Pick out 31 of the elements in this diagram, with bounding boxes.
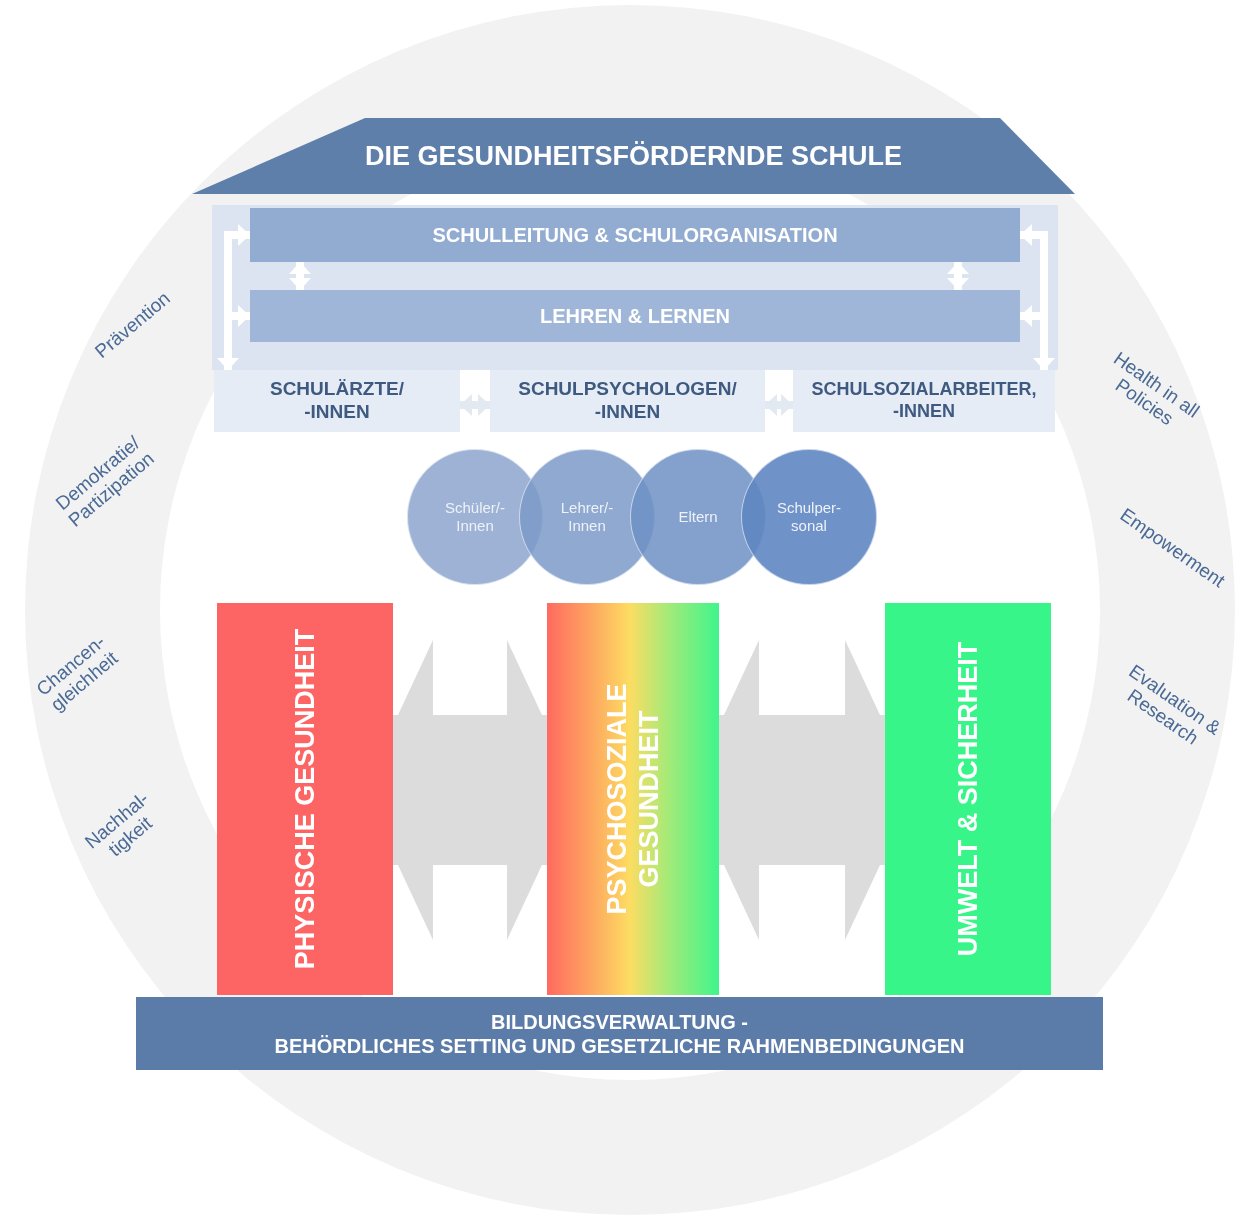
roof-title: DIE GESUNDHEITSFÖRDERNDE SCHULE (364, 139, 902, 173)
band-label: SCHULÄRZTE/ -INNEN (268, 378, 406, 424)
band (136, 997, 1103, 1070)
band-label: SCHULSOZIALARBEITER, -INNEN (810, 379, 1038, 423)
band-label: SCHULPSYCHOLOGEN/ -INNEN (517, 378, 738, 424)
circle-label: Schulper- sonal (775, 499, 843, 535)
band-label: BEHÖRDLICHES SETTING UND GESETZLICHE RAHMENBEDINGUNGEN (274, 1033, 965, 1058)
band-label: SCHULLEITUNG & SCHULORGANISATION (432, 223, 838, 247)
arrow (217, 224, 250, 370)
arrow (289, 262, 311, 290)
circle-label: Schüler/- Innen (444, 499, 506, 535)
pillar (547, 603, 719, 995)
roof-banner (192, 118, 1075, 194)
band-heading: BILDUNGSVERWALTUNG - (491, 1009, 748, 1034)
band (250, 290, 1020, 342)
arrow (765, 394, 793, 416)
pillar (217, 603, 393, 995)
pillar-label: PHYSISCHE GESUNDHEIT (288, 628, 321, 970)
arrow (1020, 224, 1055, 370)
pillar-label: PSYCHOSOZIALE GESUNDHEIT (600, 682, 665, 917)
arrow (947, 262, 969, 290)
circle-label: Eltern (678, 508, 718, 526)
pillar-label: UMWELT & SICHERHEIT (951, 641, 984, 957)
band (214, 370, 460, 432)
pillar (885, 603, 1051, 995)
band (793, 370, 1055, 432)
band (250, 208, 1020, 262)
band-label: LEHREN & LERNEN (540, 304, 730, 328)
circle-label: Lehrer/- Innen (559, 499, 615, 535)
band (490, 370, 765, 432)
arrow (460, 394, 490, 416)
